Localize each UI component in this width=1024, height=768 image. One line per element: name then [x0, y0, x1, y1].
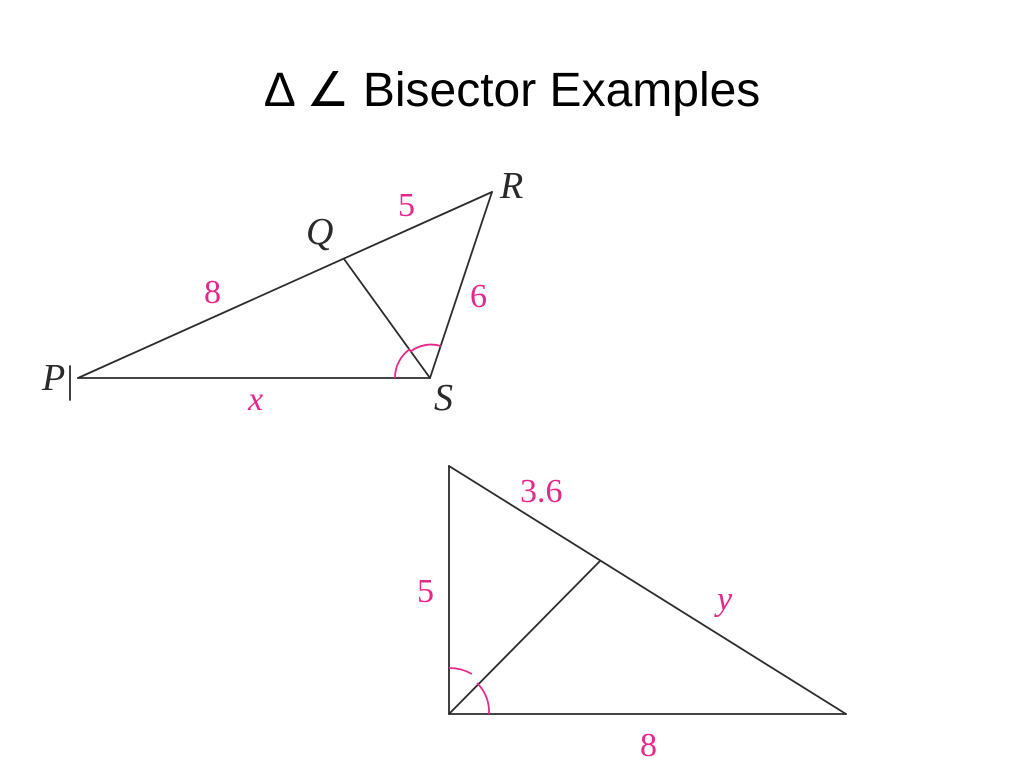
measure-label-hyp-top: 3.6 — [520, 473, 563, 510]
angle-arc-lower — [476, 682, 490, 715]
side-rs — [429, 191, 493, 379]
vertex-label-q: Q — [306, 211, 333, 253]
side-pr — [77, 191, 493, 379]
measure-label-ps: x — [247, 381, 263, 418]
vertex-label-r: R — [499, 165, 523, 207]
measure-label-left: 5 — [417, 573, 434, 610]
angle-arc-psq — [394, 348, 411, 379]
right-triangle: 3.6 y 5 8 — [417, 465, 847, 764]
bisector — [448, 560, 601, 715]
measure-label-bottom: 8 — [640, 727, 657, 764]
vertex-label-p: P — [41, 357, 65, 399]
page-title: Δ ∠ Bisector Examples — [263, 64, 761, 117]
measure-label-rs: 6 — [470, 278, 487, 315]
measure-label-qr: 5 — [398, 187, 415, 224]
vertex-label-s: S — [434, 377, 453, 419]
angle-arc-upper — [448, 667, 473, 675]
side-hypotenuse — [448, 465, 847, 715]
triangle-prs: P Q R S 8 5 6 x — [41, 165, 523, 419]
angle-arc-qsr — [409, 343, 442, 353]
bisector-sq — [343, 258, 431, 379]
measure-label-hyp-bottom: y — [714, 581, 733, 618]
measure-label-pq: 8 — [204, 274, 221, 311]
